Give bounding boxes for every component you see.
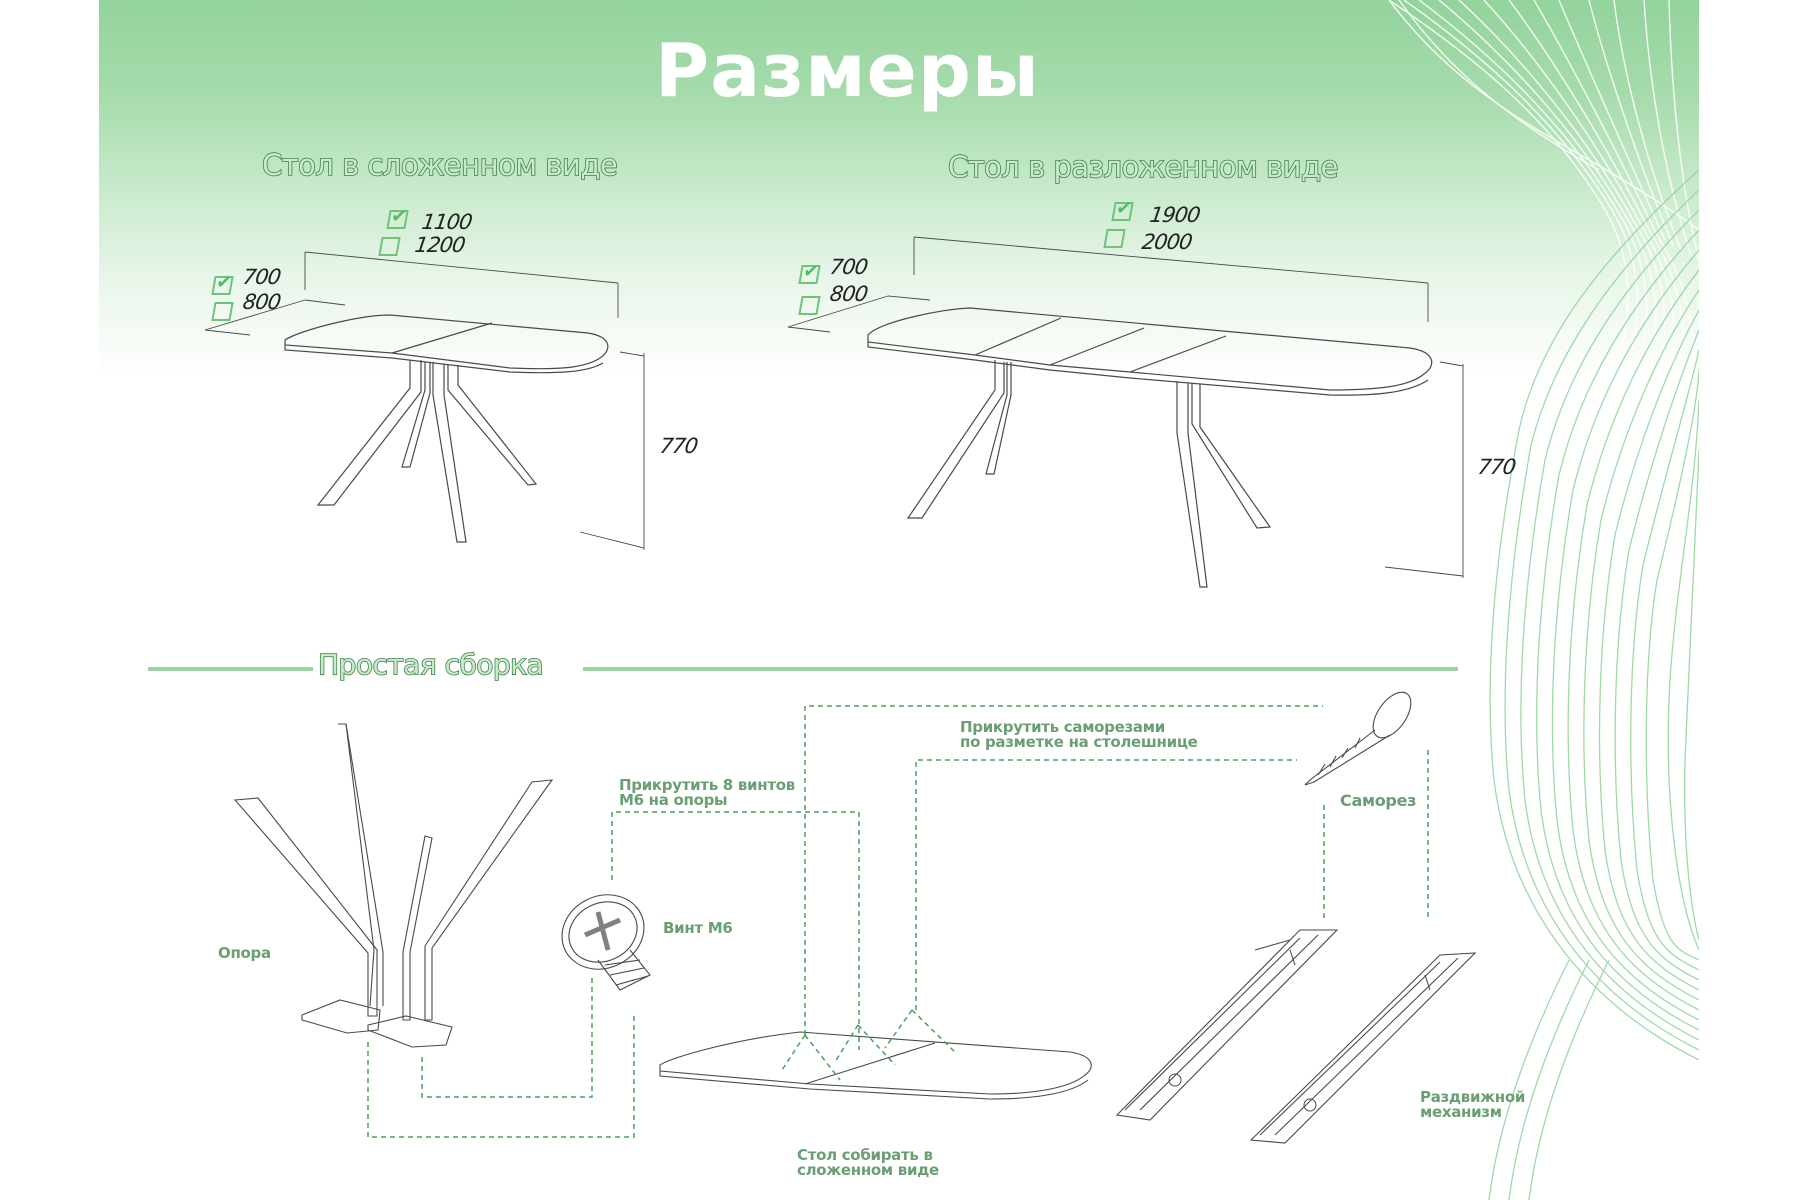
folded-length-1200-checkbox[interactable] bbox=[378, 237, 401, 256]
screws-instruction-line1: Прикрутить 8 винтов bbox=[619, 776, 795, 794]
extended-width-800-checkbox[interactable] bbox=[798, 296, 821, 315]
tabletop-label-line1: Стол собирать в bbox=[797, 1146, 933, 1164]
check-icon: ✔ bbox=[801, 261, 821, 282]
mechanism-label-line2: механизм bbox=[1420, 1103, 1502, 1121]
extended-length-2000-checkbox[interactable] bbox=[1103, 229, 1126, 248]
extended-width-option-1: 700 bbox=[828, 255, 869, 279]
folded-table-heading: Стол в сложенном виде bbox=[261, 147, 618, 183]
screws-instruction-line2: М6 на опоры bbox=[619, 791, 728, 809]
extended-width-700-checkbox[interactable]: ✔ bbox=[798, 261, 821, 284]
extended-table-heading: Стол в разложенном виде bbox=[947, 149, 1339, 185]
check-icon: ✔ bbox=[1114, 198, 1134, 219]
page-title: Размеры bbox=[655, 28, 1040, 114]
extended-width-option-2: 800 bbox=[828, 282, 869, 306]
folded-height-value: 770 bbox=[658, 434, 699, 458]
folded-width-700-checkbox[interactable]: ✔ bbox=[211, 272, 234, 295]
self-tapping-instruction-line2: по разметке на столешнице bbox=[960, 733, 1198, 751]
decorative-waves bbox=[1388, 0, 1699, 1200]
check-icon: ✔ bbox=[389, 206, 409, 227]
folded-length-1100-checkbox[interactable]: ✔ bbox=[386, 206, 409, 229]
support-label: Опора bbox=[218, 944, 271, 962]
section-divider-left bbox=[148, 667, 313, 671]
self-tapping-screw-label: Саморез bbox=[1340, 791, 1417, 810]
mechanism-label-line1: Раздвижной bbox=[1420, 1088, 1526, 1106]
extended-length-1900-checkbox[interactable]: ✔ bbox=[1111, 198, 1134, 221]
folded-width-option-1: 700 bbox=[241, 265, 282, 289]
extended-height-value: 770 bbox=[1476, 455, 1517, 479]
self-tapping-instruction-line1: Прикрутить саморезами bbox=[960, 718, 1165, 736]
page-panel bbox=[99, 0, 1699, 1200]
folded-length-option-2: 1200 bbox=[413, 233, 467, 257]
assembly-heading: Простая сборка bbox=[317, 647, 544, 682]
section-divider-right bbox=[583, 667, 1458, 671]
extended-length-option-1: 1900 bbox=[1148, 203, 1202, 227]
screw-m6-label: Винт М6 bbox=[663, 919, 733, 937]
tabletop-label-line2: сложенном виде bbox=[797, 1161, 939, 1179]
check-icon: ✔ bbox=[214, 272, 234, 293]
extended-length-option-2: 2000 bbox=[1140, 230, 1194, 254]
folded-width-option-2: 800 bbox=[241, 290, 282, 314]
folded-width-800-checkbox[interactable] bbox=[211, 302, 234, 321]
folded-length-option-1: 1100 bbox=[420, 210, 474, 234]
